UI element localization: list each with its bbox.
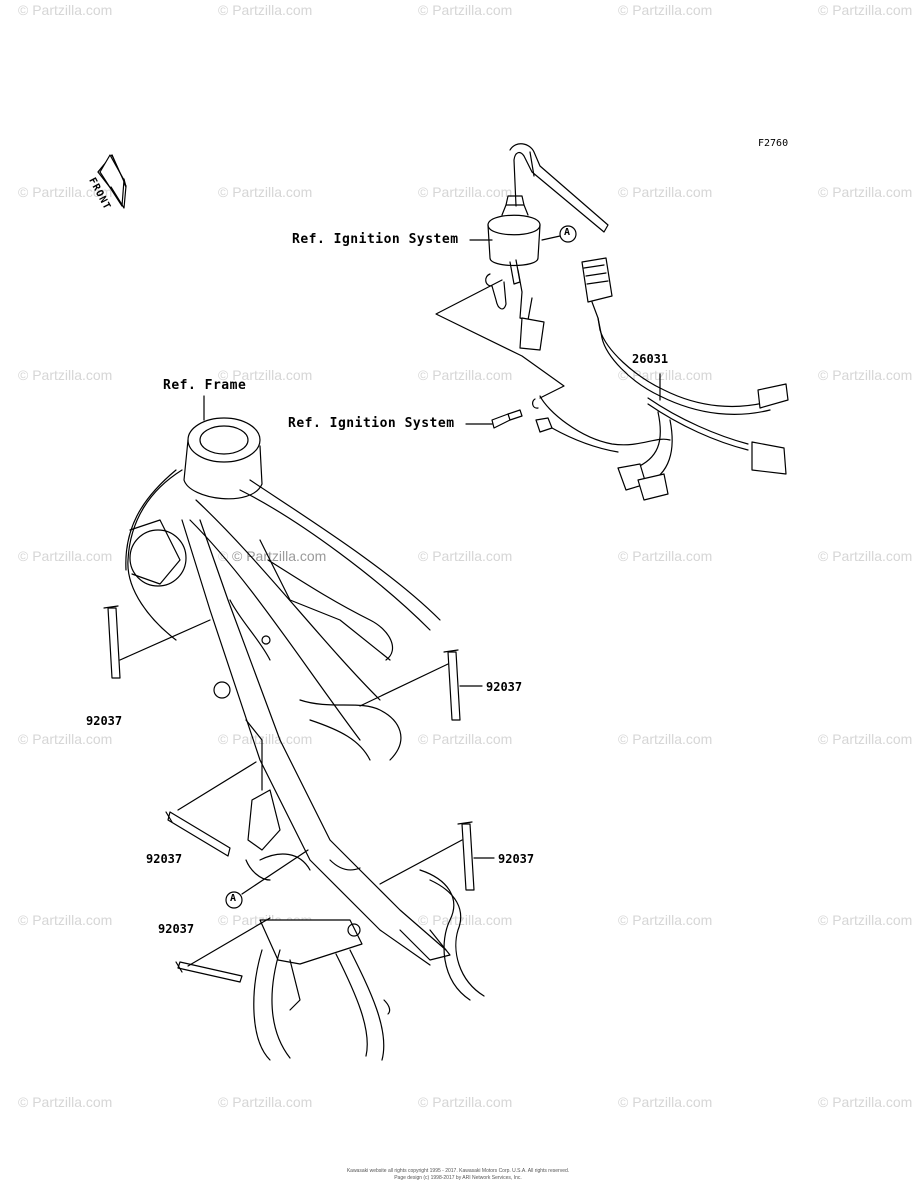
ground-bolt <box>491 398 539 429</box>
figure-code: F2760 <box>758 138 789 149</box>
watermark: © Partzilla.com <box>18 1094 113 1110</box>
callout-a-top <box>559 225 577 243</box>
watermark: © Partzilla.com <box>418 184 513 200</box>
watermark: © Partzilla.com <box>818 731 913 747</box>
label-frame: Ref. Frame <box>163 378 247 393</box>
front-arrow-icon <box>97 154 127 209</box>
watermark: © Partzilla.com <box>418 1094 513 1110</box>
watermark: © Partzilla.com <box>818 2 913 18</box>
watermark: © Partzilla.com <box>232 548 327 564</box>
part-number-harness[interactable]: 26031 <box>632 352 669 366</box>
band-right-upper <box>443 649 461 721</box>
watermark: © Partzilla.com <box>418 367 513 383</box>
callout-a-bottom-letter: A <box>230 893 237 904</box>
watermark: © Partzilla.com <box>818 1094 913 1110</box>
watermark: © Partzilla.com <box>818 548 913 564</box>
watermark: © Partzilla.com <box>418 548 513 564</box>
wire-harness <box>535 257 789 501</box>
footer-copyright: Kawasaki website all rights copyright 19… <box>346 1168 570 1174</box>
part-number-band[interactable]: 92037 <box>158 922 195 936</box>
watermark: © Partzilla.com <box>618 548 713 564</box>
watermark: © Partzilla.com <box>618 367 713 383</box>
watermark: © Partzilla.com <box>18 367 113 383</box>
label-ignition-lower: Ref. Ignition System <box>288 416 455 431</box>
watermark: © Partzilla.com <box>418 2 513 18</box>
footer-design: Page design (c) 1998-2017 by ARI Network… <box>394 1175 522 1181</box>
watermark: © Partzilla.com <box>218 367 313 383</box>
watermark: © Partzilla.com <box>418 912 513 928</box>
watermark: © Partzilla.com <box>18 731 113 747</box>
watermark: © Partzilla.com <box>18 184 113 200</box>
watermark: © Partzilla.com <box>618 912 713 928</box>
watermark: © Partzilla.com <box>218 731 313 747</box>
band-left-mid <box>165 811 231 857</box>
band-left-lower <box>175 961 243 983</box>
callout-a-bottom <box>225 891 243 909</box>
watermark: © Partzilla.com <box>218 2 313 18</box>
watermark: © Partzilla.com <box>618 2 713 18</box>
watermark: © Partzilla.com <box>818 367 913 383</box>
watermark: © Partzilla.com <box>18 548 113 564</box>
watermark: © Partzilla.com <box>818 184 913 200</box>
watermark: © Partzilla.com <box>18 2 113 18</box>
ignition-coil <box>485 143 609 351</box>
part-number-band[interactable]: 92037 <box>498 852 535 866</box>
watermark: © Partzilla.com <box>618 184 713 200</box>
watermark: © Partzilla.com <box>818 912 913 928</box>
callout-a-top-letter: A <box>564 227 571 238</box>
part-number-band[interactable]: 92037 <box>86 714 123 728</box>
watermark: © Partzilla.com <box>218 184 313 200</box>
band-right-lower <box>457 821 475 891</box>
watermark: © Partzilla.com <box>618 731 713 747</box>
label-ignition-upper: Ref. Ignition System <box>292 232 459 247</box>
motorcycle-frame <box>125 417 485 1061</box>
part-number-band[interactable]: 92037 <box>486 680 523 694</box>
band-left-upper <box>103 605 121 679</box>
watermark: © Partzilla.com <box>418 731 513 747</box>
watermark: © Partzilla.com <box>18 912 113 928</box>
watermark: © Partzilla.com <box>618 1094 713 1110</box>
part-number-band[interactable]: 92037 <box>146 852 183 866</box>
watermark: © Partzilla.com <box>218 1094 313 1110</box>
